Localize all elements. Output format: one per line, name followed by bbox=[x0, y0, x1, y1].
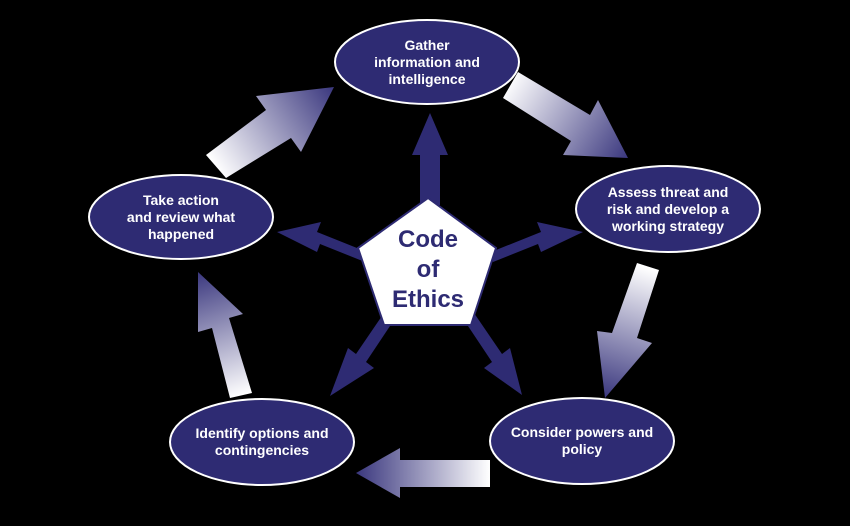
cycle-arrow-gather-to-assess bbox=[503, 72, 628, 158]
node-ellipses bbox=[88, 19, 761, 486]
cycle-arrow-consider-to-identify bbox=[356, 448, 490, 498]
cycle-arrow-take-action-to-gather bbox=[206, 87, 334, 178]
node-ellipse-gather bbox=[334, 19, 520, 105]
node-gather-line-2: information and bbox=[374, 53, 480, 70]
node-ellipse-identify bbox=[169, 398, 355, 486]
node-gather-line-3: intelligence bbox=[388, 70, 466, 87]
node-identify-line-2: contingencies bbox=[214, 442, 310, 458]
node-take-action: Take action and review what happened bbox=[101, 177, 261, 257]
node-consider-line-1: Consider powers and bbox=[510, 424, 654, 440]
spoke-arrow-take-action bbox=[277, 222, 370, 262]
node-consider-line-2: policy bbox=[561, 441, 603, 457]
node-gather: Gather information and intelligence bbox=[347, 22, 507, 102]
node-ellipse-consider bbox=[489, 397, 675, 485]
center-label-line-1: Code bbox=[398, 226, 458, 253]
node-gather-line-1: Gather bbox=[404, 36, 450, 53]
node-identify-line-1: Identify options and bbox=[195, 425, 329, 441]
center-label: Code of Ethics bbox=[373, 225, 483, 315]
node-assess-line-1: Assess threat and bbox=[607, 183, 729, 200]
node-identify: Identify options and contingencies bbox=[182, 402, 342, 482]
spoke-arrow-consider bbox=[464, 313, 522, 395]
node-assess: Assess threat and risk and develop a wor… bbox=[588, 169, 748, 249]
spoke-arrow-assess bbox=[488, 222, 583, 262]
node-take-action-line-2: and review what bbox=[126, 208, 236, 225]
node-ellipse-assess bbox=[575, 165, 761, 253]
node-consider: Consider powers and policy bbox=[502, 401, 662, 481]
center-label-line-3: Ethics bbox=[391, 286, 465, 313]
node-assess-line-3: working strategy bbox=[611, 217, 725, 234]
center-label-line-2: of bbox=[416, 256, 440, 283]
spoke-arrow-identify bbox=[330, 313, 394, 396]
node-ellipse-take-action bbox=[88, 174, 274, 260]
cycle-arrow-assess-to-consider bbox=[597, 263, 659, 398]
cycle-arrows bbox=[198, 72, 659, 498]
node-assess-line-2: risk and develop a bbox=[606, 200, 730, 217]
cycle-arrow-identify-to-take-action bbox=[198, 272, 252, 398]
spoke-arrows bbox=[277, 113, 583, 396]
spoke-arrow-gather bbox=[412, 113, 448, 205]
center-pentagon bbox=[356, 196, 498, 326]
node-take-action-line-1: Take action bbox=[143, 191, 219, 208]
node-take-action-line-3: happened bbox=[147, 225, 215, 242]
